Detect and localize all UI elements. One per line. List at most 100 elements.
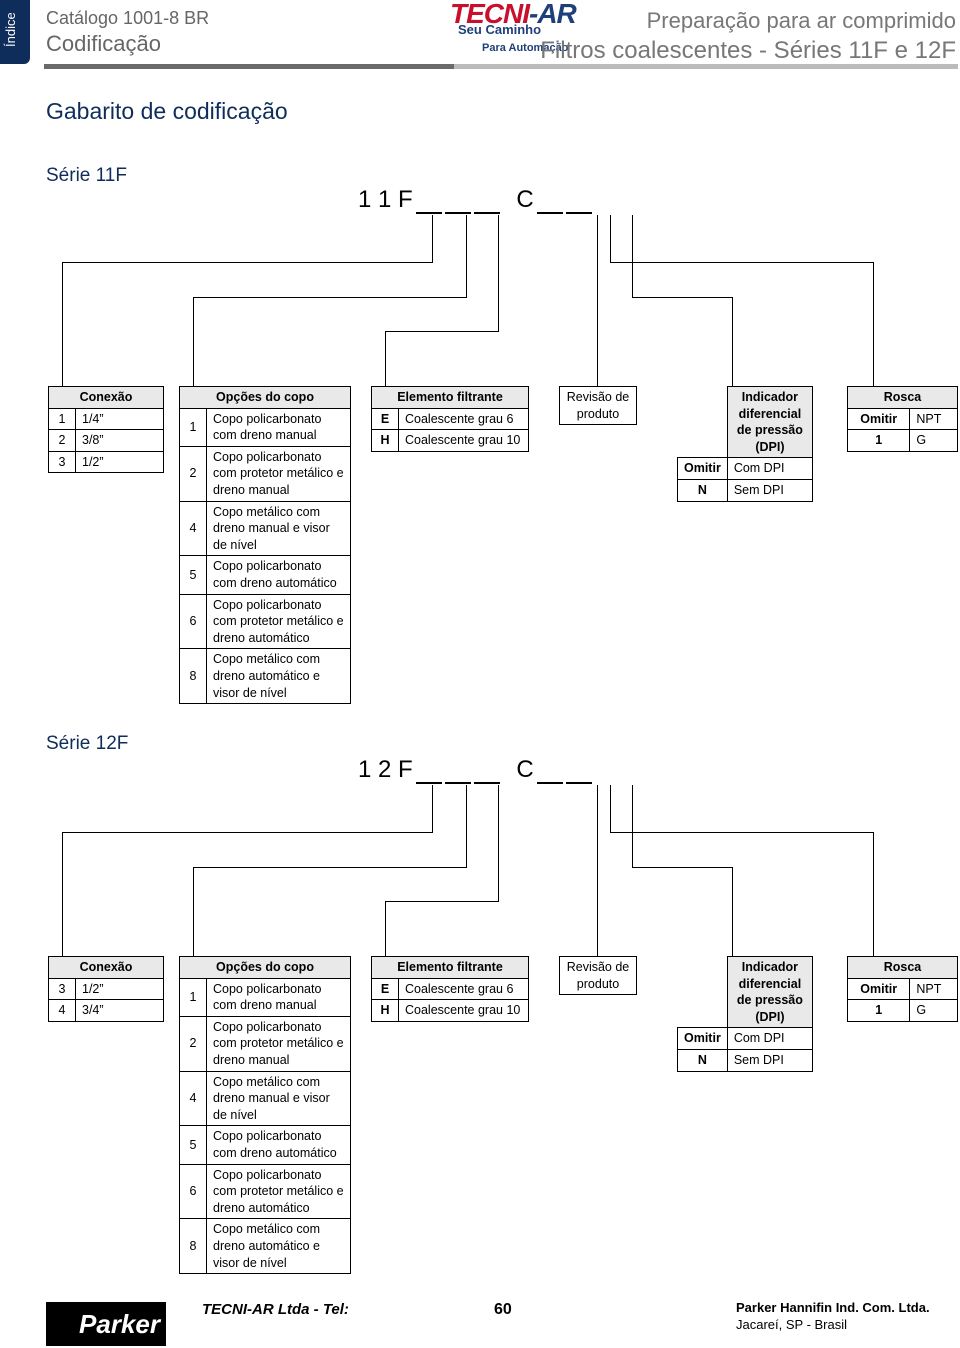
connector xyxy=(62,262,63,386)
page-title: Gabarito de codificação xyxy=(46,98,288,124)
table-header: Rosca xyxy=(847,386,958,409)
section-label: Codificação xyxy=(46,31,161,56)
footer-parker-name: Parker Hannifin Ind. Com. Ltda. xyxy=(736,1300,930,1315)
footer-company-tel: TECNI-AR Ltda - Tel: xyxy=(202,1301,349,1318)
connector xyxy=(385,901,499,902)
connector xyxy=(193,297,194,386)
index-tab[interactable]: Índice xyxy=(0,0,30,64)
connector xyxy=(62,832,63,956)
series-11f-code: 1 1 F C xyxy=(358,186,592,214)
footer-parker-city: Jacareí, SP - Brasil xyxy=(736,1317,848,1332)
series-11f-revisao-box: Revisão de produto xyxy=(559,386,637,426)
connector xyxy=(632,215,633,297)
connector xyxy=(193,867,467,868)
connector xyxy=(632,867,732,868)
page-number: 60 xyxy=(494,1301,512,1318)
connector xyxy=(610,785,611,832)
table-header: Indicador diferencial de pressão (DPI) xyxy=(726,385,814,459)
table-header: Elemento filtrante xyxy=(371,386,529,409)
table-header: Conexão xyxy=(48,386,164,409)
table-header: Opções do copo xyxy=(179,956,351,979)
table-header: Conexão xyxy=(48,956,164,979)
header-title-2: Filtros coalescentes - Séries 11F e 12F xyxy=(540,37,956,64)
header-divider xyxy=(44,64,958,69)
connector xyxy=(385,901,386,956)
connector xyxy=(62,262,433,263)
connector xyxy=(873,262,874,386)
table-header: Opções do copo xyxy=(179,386,351,409)
connector xyxy=(632,785,633,867)
connector xyxy=(498,215,499,331)
series-12f-revisao-box: Revisão de produto xyxy=(559,956,637,996)
connector xyxy=(432,215,433,262)
parker-logo: Parker xyxy=(46,1302,166,1346)
table-header: Elemento filtrante xyxy=(371,956,529,979)
series-11f-indicador-table: Indicador diferencial de pressão (DPI) O… xyxy=(677,385,814,502)
index-tab-label: Índice xyxy=(3,12,18,47)
connector xyxy=(632,297,732,298)
connector xyxy=(193,297,467,298)
connector xyxy=(610,832,874,833)
connector xyxy=(432,785,433,832)
table-header: Indicador diferencial de pressão (DPI) xyxy=(726,955,814,1029)
connector xyxy=(193,867,194,956)
logo-tagline-2: Para Automação xyxy=(482,42,569,54)
connector xyxy=(498,785,499,901)
tecni-ar-logo: TECNI-AR xyxy=(450,0,577,29)
series-12f-code: 1 2 F C xyxy=(358,756,592,784)
catalog-label: Catálogo 1001-8 BR xyxy=(46,8,210,28)
connector xyxy=(597,785,598,956)
connector xyxy=(732,867,733,956)
connector xyxy=(466,785,467,867)
connector xyxy=(610,262,874,263)
series-12f-title: Série 12F xyxy=(46,733,129,754)
logo-tagline-1: Seu Caminho xyxy=(458,22,542,37)
series-12f-indicador-table: Indicador diferencial de pressão (DPI) O… xyxy=(677,955,814,1072)
connector xyxy=(610,215,611,262)
connector xyxy=(385,331,386,386)
connector xyxy=(597,215,598,386)
header-title-1: Preparação para ar comprimido xyxy=(646,8,956,33)
connector xyxy=(466,215,467,297)
header-divider-accent xyxy=(44,64,454,69)
connector xyxy=(732,297,733,386)
connector xyxy=(385,331,499,332)
series-11f-title: Série 11F xyxy=(46,165,127,186)
connector xyxy=(62,832,433,833)
